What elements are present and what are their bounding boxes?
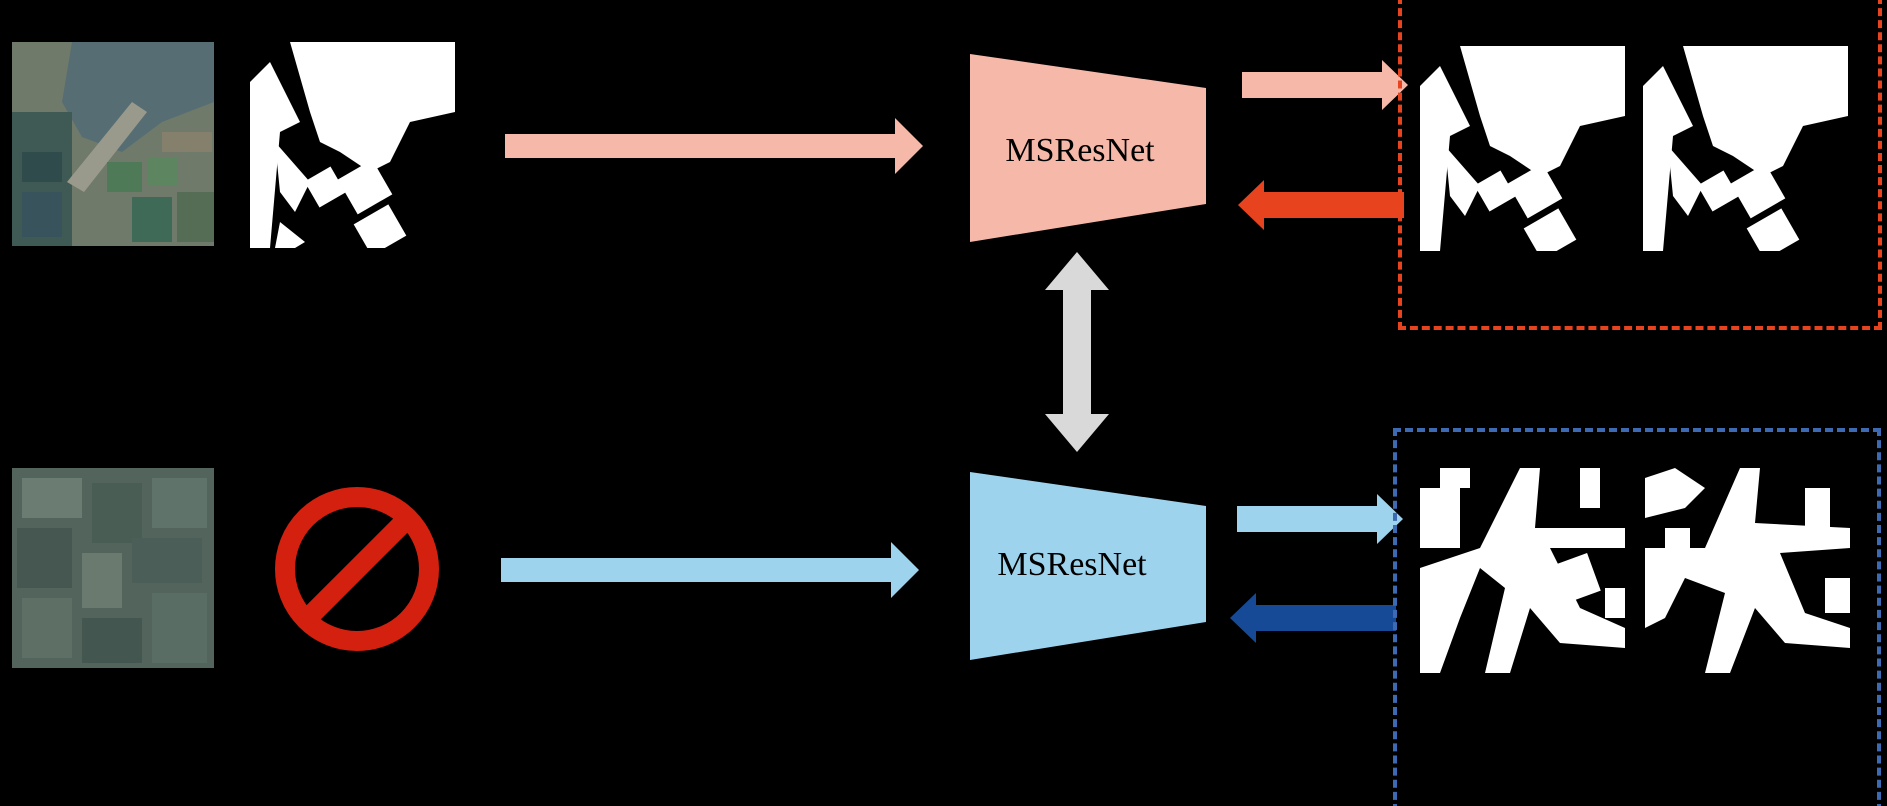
unlabeled-input-image (12, 468, 214, 668)
labeled-output-mask-2-graphic (1643, 46, 1848, 251)
unlabeled-feedback-arrow (1230, 593, 1396, 643)
labeled-input-image-graphic (12, 42, 214, 246)
labeled-output-mask-1-graphic (1420, 46, 1625, 251)
unlabeled-input-image-graphic (12, 468, 214, 668)
unlabeled-output-mask-1-graphic (1420, 468, 1625, 673)
double-arrow-icon (1045, 252, 1109, 452)
labeled-output-box (1398, 0, 1882, 330)
labeled-input-arrow (505, 118, 923, 174)
labeled-input-image (12, 42, 214, 246)
unlabeled-output-mask-2 (1645, 468, 1850, 673)
unlabeled-input-arrow (501, 542, 919, 598)
labeled-mask-graphic (250, 42, 455, 248)
unlabeled-output-mask-2-graphic (1645, 468, 1850, 673)
labeled-mask-image (250, 42, 455, 248)
unlabeled-output-arrow (1237, 494, 1403, 544)
unlabeled-network-label: MSResNet (997, 546, 1147, 583)
labeled-network-block (970, 54, 1206, 242)
labeled-output-mask-2 (1643, 46, 1848, 251)
no-label-icon (275, 487, 439, 651)
unlabeled-output-mask-1 (1420, 468, 1625, 673)
labeled-output-arrow (1242, 60, 1408, 110)
labeled-network-label: MSResNet (1005, 132, 1155, 169)
labeled-output-mask-1 (1420, 46, 1625, 251)
labeled-feedback-arrow (1238, 180, 1404, 230)
unlabeled-output-box (1393, 428, 1881, 806)
unlabeled-network-block (970, 472, 1206, 660)
